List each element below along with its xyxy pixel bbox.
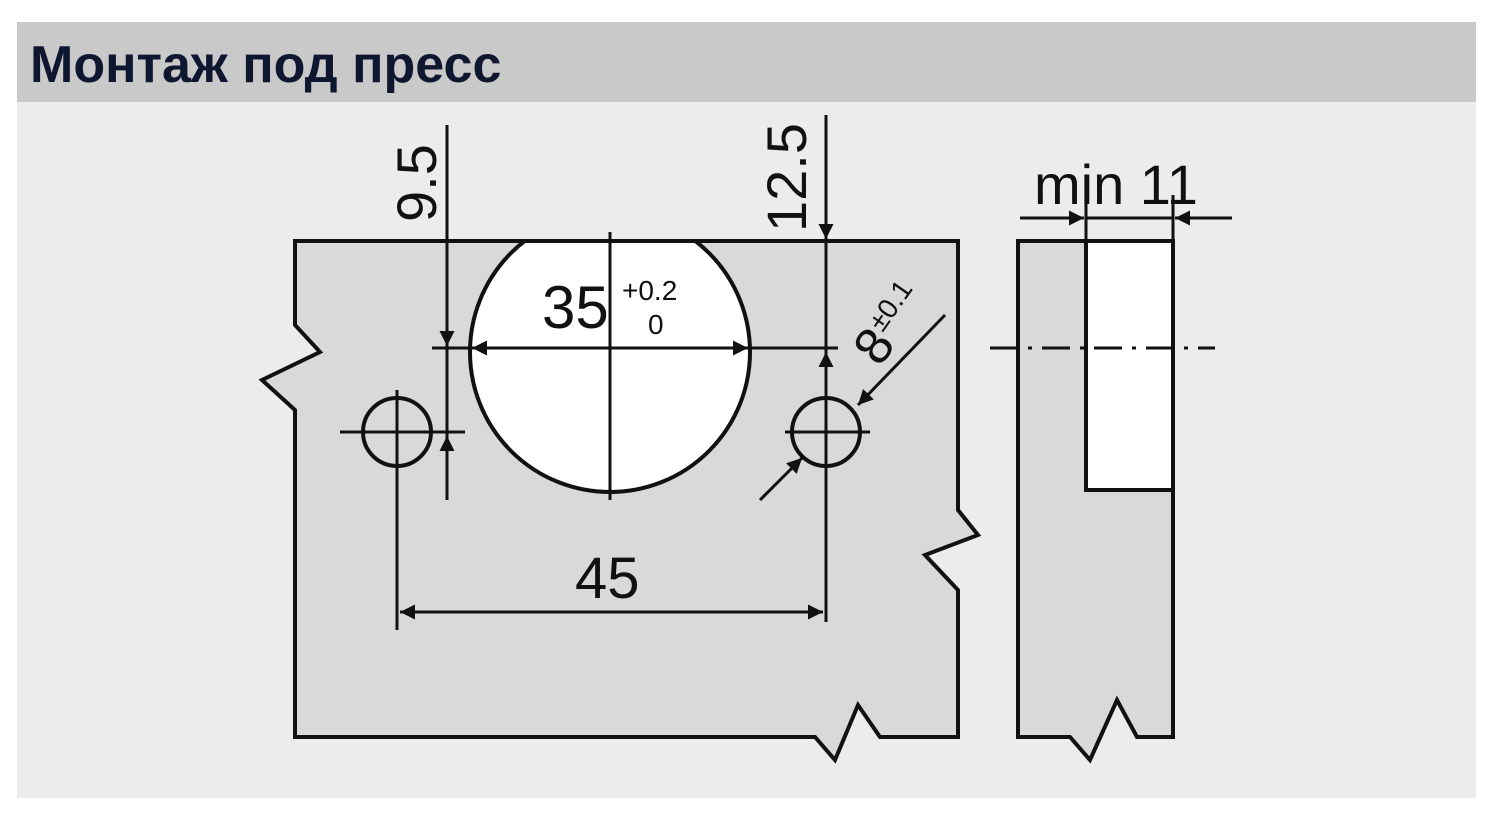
door-side-view: min 11	[990, 153, 1232, 764]
door-front-view: 35 +0.2 0 9.5 12.5 8 ±0.1 45	[258, 115, 982, 764]
edge-distance-right-label: 12.5	[755, 123, 818, 232]
dowel-spacing-label: 45	[575, 546, 640, 611]
min-depth-label: min 11	[1034, 153, 1198, 216]
dowel-hole-left	[340, 390, 465, 630]
page-title: Монтаж под пресс	[30, 36, 501, 94]
edge-distance-left-label: 9.5	[385, 144, 448, 222]
cup-tolerance-upper: +0.2	[622, 275, 677, 306]
cup-tolerance-lower: 0	[648, 309, 664, 340]
cup-diameter-label: 35	[542, 274, 609, 341]
header-bar	[17, 22, 1476, 102]
